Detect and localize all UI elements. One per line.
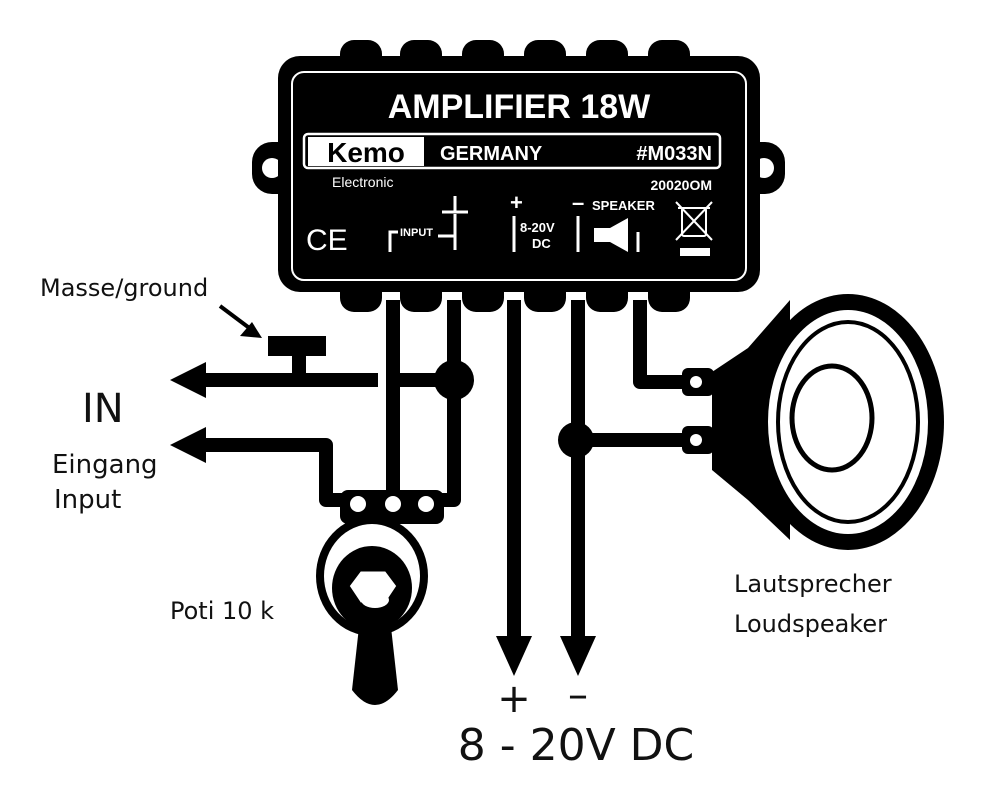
brand-logo: Kemo (327, 137, 405, 168)
input-label: INPUT (400, 227, 433, 239)
weee-bar (680, 248, 710, 256)
ground-pin-wire (424, 300, 461, 507)
supply-voltage-label: 8 - 20V DC (458, 720, 695, 771)
part-number: #M033N (636, 143, 712, 165)
speaker-symbol-icon (594, 218, 640, 252)
ground-pointer-head (240, 322, 262, 338)
amplifier-module: AMPLIFIER 18W Kemo GERMANY #M033N Electr… (278, 56, 760, 292)
input-label: Input (54, 485, 121, 515)
ground-label: Masse/ground (40, 274, 208, 302)
module-title: AMPLIFIER 18W (388, 88, 651, 126)
power-plus-wire (496, 300, 532, 676)
minus-sign: – (572, 190, 584, 215)
input-bracket-icon (388, 214, 457, 252)
power-minus-wire (558, 300, 694, 676)
power-label-dc: DC (532, 236, 551, 251)
plus-sign: + (510, 190, 523, 215)
loudspeaker-label: Loudspeaker (734, 610, 887, 638)
module-code: 20020OM (651, 177, 712, 193)
brand-subtitle: Electronic (332, 174, 393, 190)
ground-symbol-icon (442, 196, 468, 214)
in-label: IN (82, 386, 124, 432)
lautsprecher-label: Lautsprecher (734, 570, 892, 598)
brand-country: GERMANY (440, 143, 543, 165)
loudspeaker-icon (682, 294, 944, 550)
power-label-voltage: 8-20V (520, 220, 555, 235)
plus-terminal-label: + (497, 676, 531, 722)
brand-box (308, 137, 424, 166)
speaker-label: SPEAKER (592, 198, 655, 213)
ground-pointer (218, 304, 254, 332)
eingang-label: Eingang (52, 450, 158, 480)
poti-label: Poti 10 k (170, 597, 274, 625)
input-wire (170, 427, 360, 507)
weee-bin-icon (675, 201, 713, 241)
potentiometer-icon (316, 490, 444, 705)
speaker-wire (633, 300, 694, 389)
brand-strip (302, 132, 722, 170)
ce-mark-icon: CE (306, 224, 348, 257)
minus-terminal-label: – (568, 672, 588, 718)
ground-wire (170, 336, 474, 400)
